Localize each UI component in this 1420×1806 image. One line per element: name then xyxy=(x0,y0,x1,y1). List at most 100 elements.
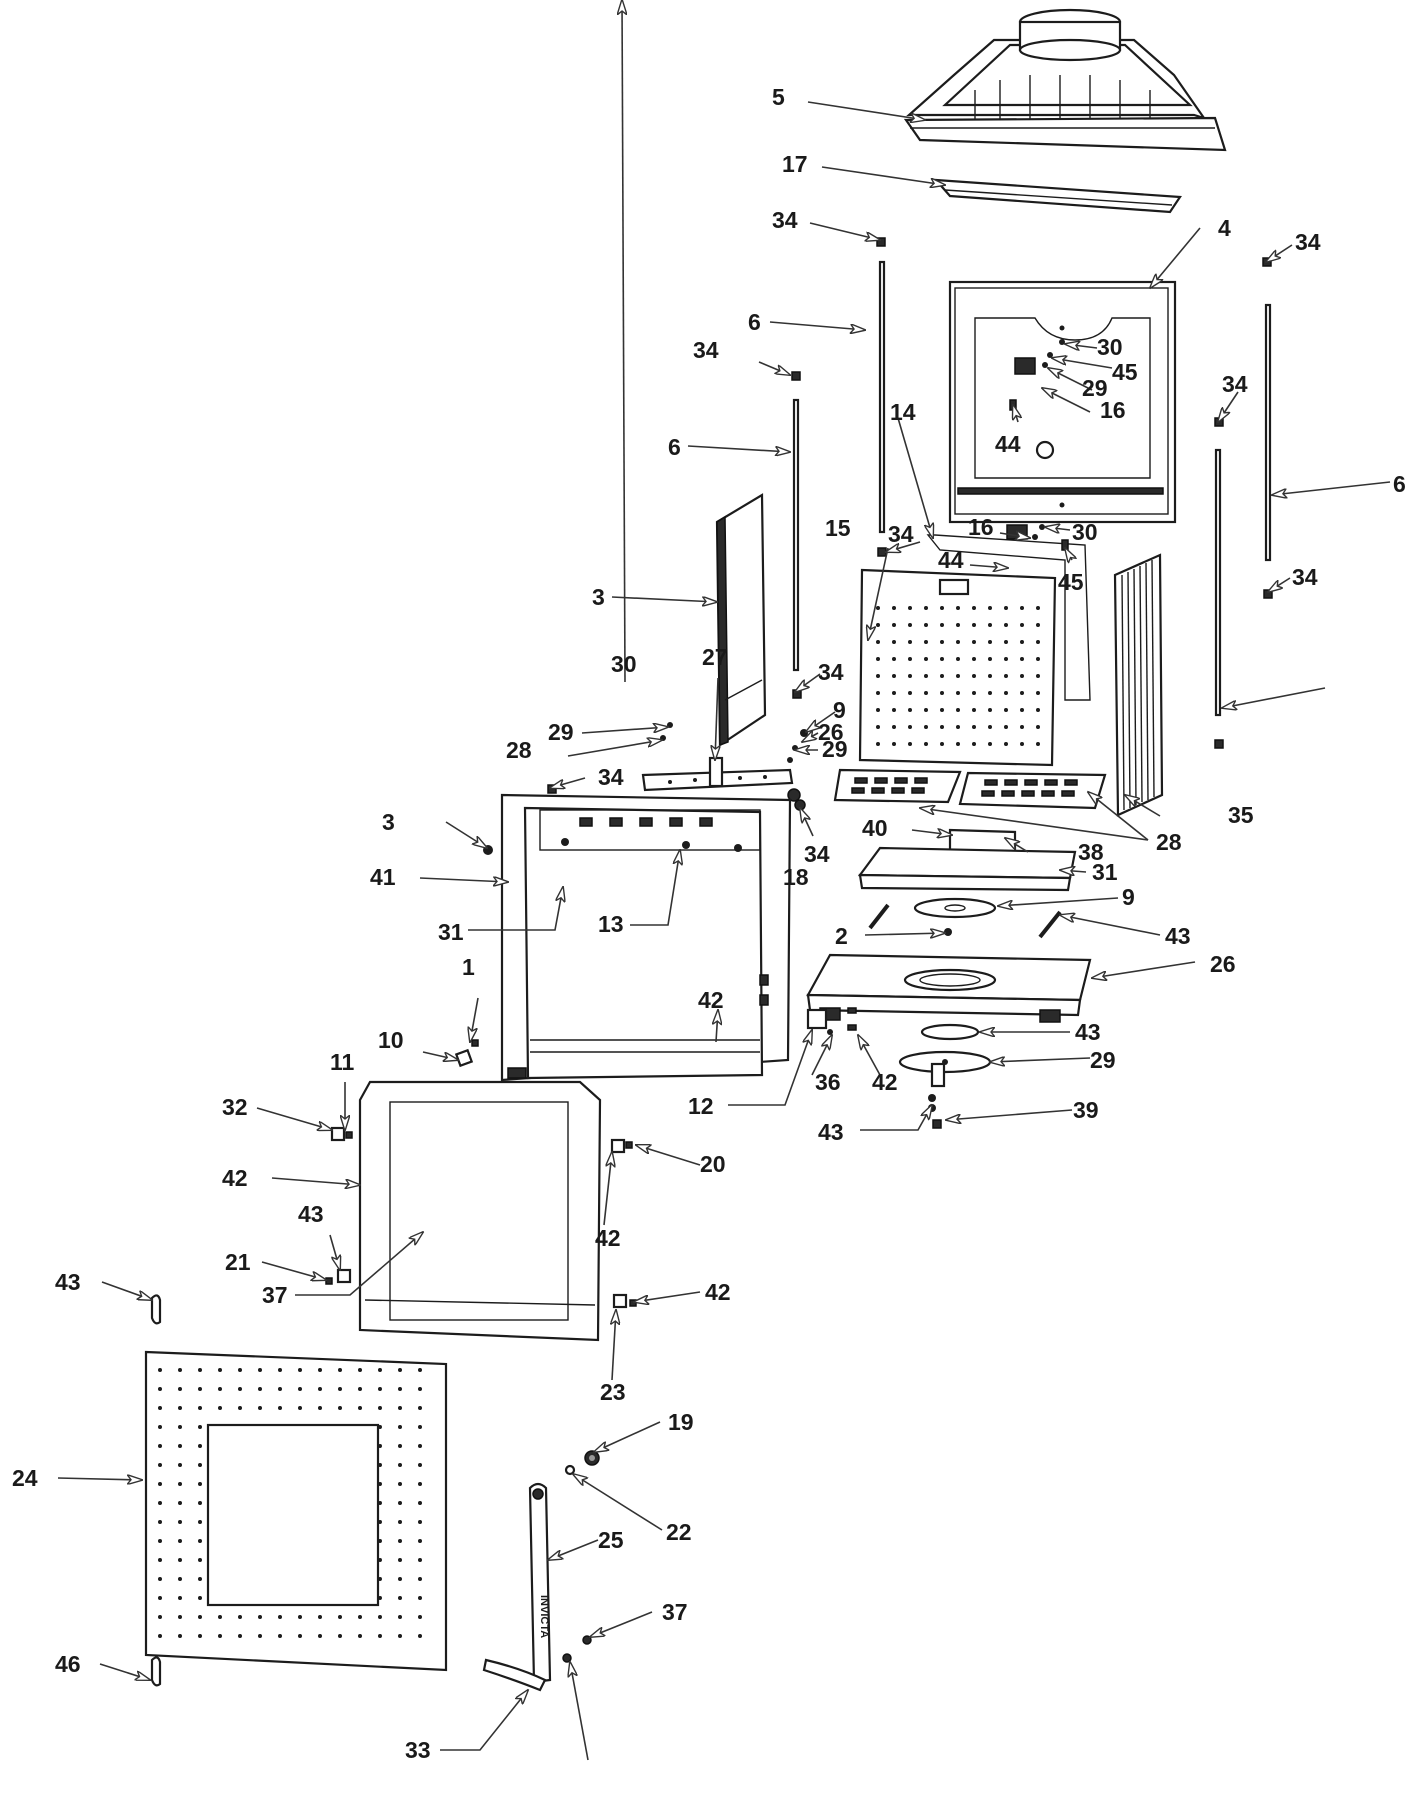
perforation-dot xyxy=(1004,708,1008,712)
perforation-dot xyxy=(378,1539,382,1543)
rear-plate xyxy=(858,568,1057,767)
perforation-dot xyxy=(924,691,928,695)
callout-label: 43 xyxy=(1075,1019,1101,1045)
perforation-dot xyxy=(398,1501,402,1505)
callout-label: 42 xyxy=(872,1069,898,1095)
perforation-dot xyxy=(398,1387,402,1391)
back-panel xyxy=(948,280,1177,524)
callout-label: 16 xyxy=(1100,397,1126,423)
perforation-dot xyxy=(198,1615,202,1619)
perforation-dot xyxy=(158,1558,162,1562)
perforation-dot xyxy=(218,1406,222,1410)
callout-label: 45 xyxy=(1058,569,1084,595)
perforation-dot xyxy=(378,1520,382,1524)
perforation-dot xyxy=(398,1634,402,1638)
perforation-dot xyxy=(178,1368,182,1372)
callout-label: 41 xyxy=(370,864,396,890)
callout-label: 39 xyxy=(1073,1097,1099,1123)
callout-label: 31 xyxy=(1092,859,1118,885)
callout-label: 44 xyxy=(995,431,1021,457)
callout-label: 4 xyxy=(1218,215,1231,241)
callout-label: 6 xyxy=(748,309,761,335)
perforation-dot xyxy=(972,708,976,712)
perforation-dot xyxy=(1020,640,1024,644)
perforation-dot xyxy=(892,691,896,695)
perforation-dot xyxy=(378,1558,382,1562)
perforation-dot xyxy=(198,1596,202,1600)
perforation-dot xyxy=(378,1482,382,1486)
perforation-dot xyxy=(418,1577,422,1581)
perforation-dot xyxy=(398,1596,402,1600)
callout-label: 43 xyxy=(1165,923,1191,949)
callout-label: 3 xyxy=(592,584,605,610)
perforation-dot xyxy=(892,725,896,729)
perforation-dot xyxy=(956,623,960,627)
callout-label: 1 xyxy=(462,954,475,980)
perforation-dot xyxy=(924,640,928,644)
perforation-dot xyxy=(956,606,960,610)
perforation-dot xyxy=(972,606,976,610)
perforation-dot xyxy=(258,1387,262,1391)
perforation-dot xyxy=(258,1634,262,1638)
perforation-dot xyxy=(940,691,944,695)
perforation-dot xyxy=(398,1520,402,1524)
perforation-dot xyxy=(988,708,992,712)
perforation-dot xyxy=(338,1387,342,1391)
callout-label: 42 xyxy=(222,1165,248,1191)
perforation-dot xyxy=(198,1444,202,1448)
callout-label: 34 xyxy=(693,337,719,363)
perforation-dot xyxy=(956,640,960,644)
callout-label: 9 xyxy=(833,697,846,723)
perforation-dot xyxy=(258,1615,262,1619)
callout-label: 30 xyxy=(1072,519,1098,545)
perforation-dot xyxy=(318,1634,322,1638)
top-rail xyxy=(641,756,794,792)
perforation-dot xyxy=(198,1520,202,1524)
perforation-dot xyxy=(178,1615,182,1619)
perforation-dot xyxy=(892,606,896,610)
perforation-dot xyxy=(158,1520,162,1524)
callout-label: 9 xyxy=(1122,884,1135,910)
perforation-dot xyxy=(158,1463,162,1467)
perforation-dot xyxy=(278,1387,282,1391)
perforation-dot xyxy=(1020,708,1024,712)
callout-label: 11 xyxy=(330,1049,355,1075)
callout-label: 44 xyxy=(938,547,964,573)
side-panel-right xyxy=(1113,553,1164,817)
perforation-dot xyxy=(398,1539,402,1543)
perforation-dot xyxy=(158,1634,162,1638)
perforation-dot xyxy=(418,1406,422,1410)
perforation-dot xyxy=(178,1425,182,1429)
perforation-dot xyxy=(876,623,880,627)
perforation-dot xyxy=(908,708,912,712)
callout-label: 30 xyxy=(1097,334,1123,360)
callout-label: 29 xyxy=(1082,375,1108,401)
callout-label: 43 xyxy=(818,1119,844,1145)
perforation-dot xyxy=(1004,742,1008,746)
perforation-dot xyxy=(1020,606,1024,610)
base xyxy=(806,953,1092,1023)
perforation-dot xyxy=(178,1596,182,1600)
callout-label: 20 xyxy=(700,1151,726,1177)
perforation-dot xyxy=(876,691,880,695)
perforation-dot xyxy=(398,1558,402,1562)
perforation-dot xyxy=(318,1368,322,1372)
perforation-dot xyxy=(892,742,896,746)
perforation-dot xyxy=(398,1368,402,1372)
callout-label: 40 xyxy=(862,815,888,841)
perforation-dot xyxy=(418,1444,422,1448)
air-valve xyxy=(898,1023,992,1088)
front-frame xyxy=(500,793,792,1082)
perforation-dot xyxy=(1036,623,1040,627)
callout-label: 35 xyxy=(1228,802,1254,828)
perforation-dot xyxy=(198,1368,202,1372)
perforation-dot xyxy=(178,1558,182,1562)
perforation-dot xyxy=(908,691,912,695)
perforation-dot xyxy=(358,1387,362,1391)
perforation-dot xyxy=(218,1615,222,1619)
perforation-dot xyxy=(1036,708,1040,712)
perforation-dot xyxy=(892,657,896,661)
perforation-dot xyxy=(198,1634,202,1638)
leader-lines xyxy=(57,0,1391,1761)
perforation-dot xyxy=(1020,725,1024,729)
